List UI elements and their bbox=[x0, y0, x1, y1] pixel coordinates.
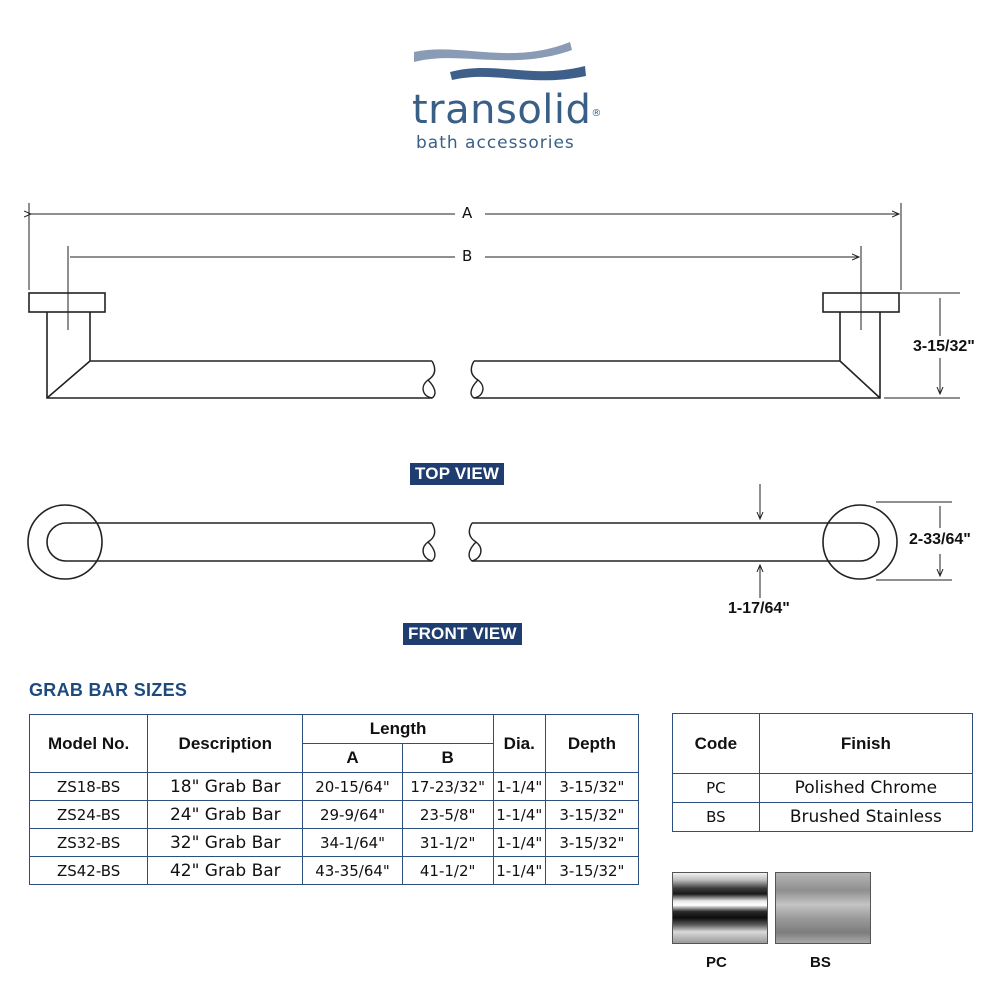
cell-depth: 3-15/32" bbox=[544, 856, 640, 885]
cell-depth: 3-15/32" bbox=[544, 828, 640, 857]
dim-b-label: B bbox=[456, 247, 479, 265]
header-description: Description bbox=[147, 714, 304, 773]
header-code: Code bbox=[672, 713, 760, 774]
header-dia: Dia. bbox=[492, 714, 546, 773]
swatch-label-pc: PC bbox=[706, 954, 727, 971]
brand-wave-logo bbox=[414, 42, 586, 81]
cell-code: PC bbox=[672, 773, 760, 803]
table-row: ZS18-BS 18" Grab Bar 20-15/64" 17-23/32"… bbox=[28, 772, 640, 801]
cell-a: 29-9/64" bbox=[302, 800, 403, 829]
table-row: BS Brushed Stainless bbox=[672, 802, 974, 832]
header-a: A bbox=[302, 743, 403, 773]
front-view-label: FRONT VIEW bbox=[403, 623, 522, 645]
cell-finish: Brushed Stainless bbox=[758, 802, 974, 832]
cell-dia: 1-1/4" bbox=[492, 828, 546, 857]
cell-code: BS bbox=[672, 802, 760, 832]
depth-dimension: 3-15/32" bbox=[913, 338, 975, 355]
cell-a: 34-1/64" bbox=[302, 828, 403, 857]
cell-description: 18" Grab Bar bbox=[147, 772, 304, 801]
brushed-stainless-swatch bbox=[775, 872, 871, 944]
cell-dia: 1-1/4" bbox=[492, 772, 546, 801]
brand-name: transolid® bbox=[412, 87, 602, 133]
table-row: ZS24-BS 24" Grab Bar 29-9/64" 23-5/8" 1-… bbox=[28, 800, 640, 829]
cell-b: 23-5/8" bbox=[401, 800, 494, 829]
cell-a: 43-35/64" bbox=[302, 856, 403, 885]
front-left-break bbox=[422, 522, 436, 562]
cell-finish: Polished Chrome bbox=[758, 773, 974, 803]
front-right-flange bbox=[822, 504, 898, 580]
cell-description: 24" Grab Bar bbox=[147, 800, 304, 829]
top-view-label: TOP VIEW bbox=[410, 463, 505, 485]
front-left-bar bbox=[46, 522, 432, 562]
table-row: PC Polished Chrome bbox=[672, 773, 974, 803]
flange-dimension: 2-33/64" bbox=[909, 531, 971, 548]
top-right-bar bbox=[474, 312, 881, 399]
header-b: B bbox=[401, 743, 494, 773]
top-left-bar bbox=[46, 312, 432, 399]
cell-dia: 1-1/4" bbox=[492, 856, 546, 885]
top-left-flange bbox=[28, 292, 106, 313]
top-left-break bbox=[422, 360, 436, 399]
header-finish: Finish bbox=[758, 713, 974, 774]
finish-table: Code Finish PC Polished Chrome BS Brushe… bbox=[672, 713, 974, 832]
cell-model: ZS18-BS bbox=[28, 772, 149, 801]
header-model: Model No. bbox=[28, 714, 149, 773]
cell-description: 42" Grab Bar bbox=[147, 856, 304, 885]
cell-b: 31-1/2" bbox=[401, 828, 494, 857]
cell-depth: 3-15/32" bbox=[544, 800, 640, 829]
header-depth: Depth bbox=[544, 714, 640, 773]
swatch-label-bs: BS bbox=[810, 954, 831, 971]
polished-chrome-swatch bbox=[672, 872, 768, 944]
cell-b: 17-23/32" bbox=[401, 772, 494, 801]
cell-description: 32" Grab Bar bbox=[147, 828, 304, 857]
front-right-bar bbox=[472, 522, 880, 562]
sizes-table: Model No. Description Length Dia. Depth … bbox=[28, 714, 640, 885]
table-row: ZS42-BS 42" Grab Bar 43-35/64" 41-1/2" 1… bbox=[28, 856, 640, 885]
front-left-flange bbox=[27, 504, 103, 580]
cell-model: ZS24-BS bbox=[28, 800, 149, 829]
sizes-title: GRAB BAR SIZES bbox=[29, 680, 188, 700]
diameter-dimension: 1-17/64" bbox=[728, 600, 790, 617]
cell-depth: 3-15/32" bbox=[544, 772, 640, 801]
top-right-break bbox=[470, 360, 484, 399]
brand-tagline: bath accessories bbox=[416, 133, 575, 153]
cell-model: ZS42-BS bbox=[28, 856, 149, 885]
cell-model: ZS32-BS bbox=[28, 828, 149, 857]
table-row: ZS32-BS 32" Grab Bar 34-1/64" 31-1/2" 1-… bbox=[28, 828, 640, 857]
cell-b: 41-1/2" bbox=[401, 856, 494, 885]
cell-dia: 1-1/4" bbox=[492, 800, 546, 829]
dim-a-label: A bbox=[456, 204, 479, 222]
technical-drawing bbox=[0, 203, 960, 598]
top-right-flange bbox=[822, 292, 900, 313]
front-right-break bbox=[468, 522, 482, 562]
cell-a: 20-15/64" bbox=[302, 772, 403, 801]
header-length: Length bbox=[302, 714, 494, 744]
